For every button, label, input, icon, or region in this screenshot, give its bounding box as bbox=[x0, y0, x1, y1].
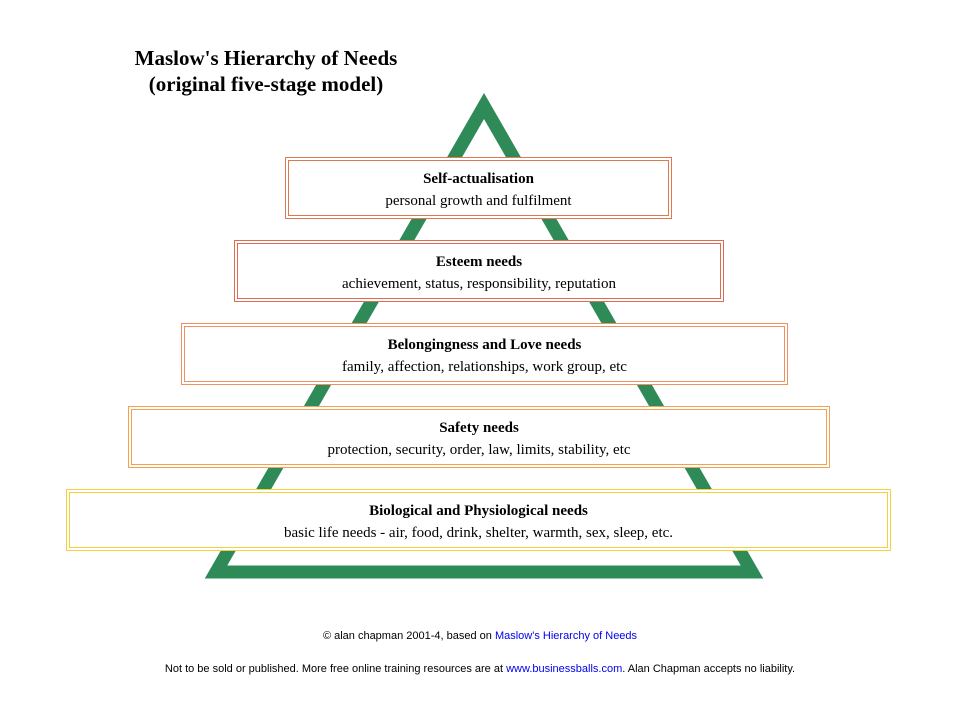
diagram-title: Maslow's Hierarchy of Needs bbox=[134, 46, 398, 70]
level-belongingness: Belongingness and Love needs family, aff… bbox=[181, 323, 788, 385]
maslow-link[interactable]: Maslow's Hierarchy of Needs bbox=[494, 630, 638, 642]
liability-text: . Alan Chapman accepts no liability. bbox=[622, 663, 796, 675]
copyright-line: © alan chapman 2001-4, based on Maslow's… bbox=[0, 630, 960, 642]
disclaimer-text: Not to be sold or published. More free o… bbox=[164, 663, 507, 675]
level-esteem: Esteem needs achievement, status, respon… bbox=[234, 240, 724, 302]
level-self-actualisation: Self-actualisation personal growth and f… bbox=[285, 157, 672, 219]
level-biological: Biological and Physiological needs basic… bbox=[66, 489, 891, 551]
level-description: achievement, status, responsibility, rep… bbox=[342, 276, 616, 292]
disclaimer-line: Not to be sold or published. More free o… bbox=[0, 663, 960, 675]
level-title: Belongingness and Love needs bbox=[387, 337, 582, 353]
level-title: Esteem needs bbox=[435, 254, 523, 270]
diagram-subtitle: (original five-stage model) bbox=[148, 72, 384, 96]
level-title: Biological and Physiological needs bbox=[369, 503, 588, 519]
level-description: basic life needs - air, food, drink, she… bbox=[283, 525, 674, 541]
copyright-text: © alan chapman 2001-4, based on bbox=[322, 630, 495, 642]
level-safety: Safety needs protection, security, order… bbox=[128, 406, 830, 468]
level-description: family, affection, relationships, work g… bbox=[342, 359, 627, 375]
level-title: Self-actualisation bbox=[423, 171, 534, 187]
level-description: protection, security, order, law, limits… bbox=[327, 442, 631, 458]
businessballs-link[interactable]: www.businessballs.com bbox=[506, 663, 623, 675]
level-description: personal growth and fulfilment bbox=[385, 193, 572, 209]
level-title: Safety needs bbox=[439, 420, 519, 436]
